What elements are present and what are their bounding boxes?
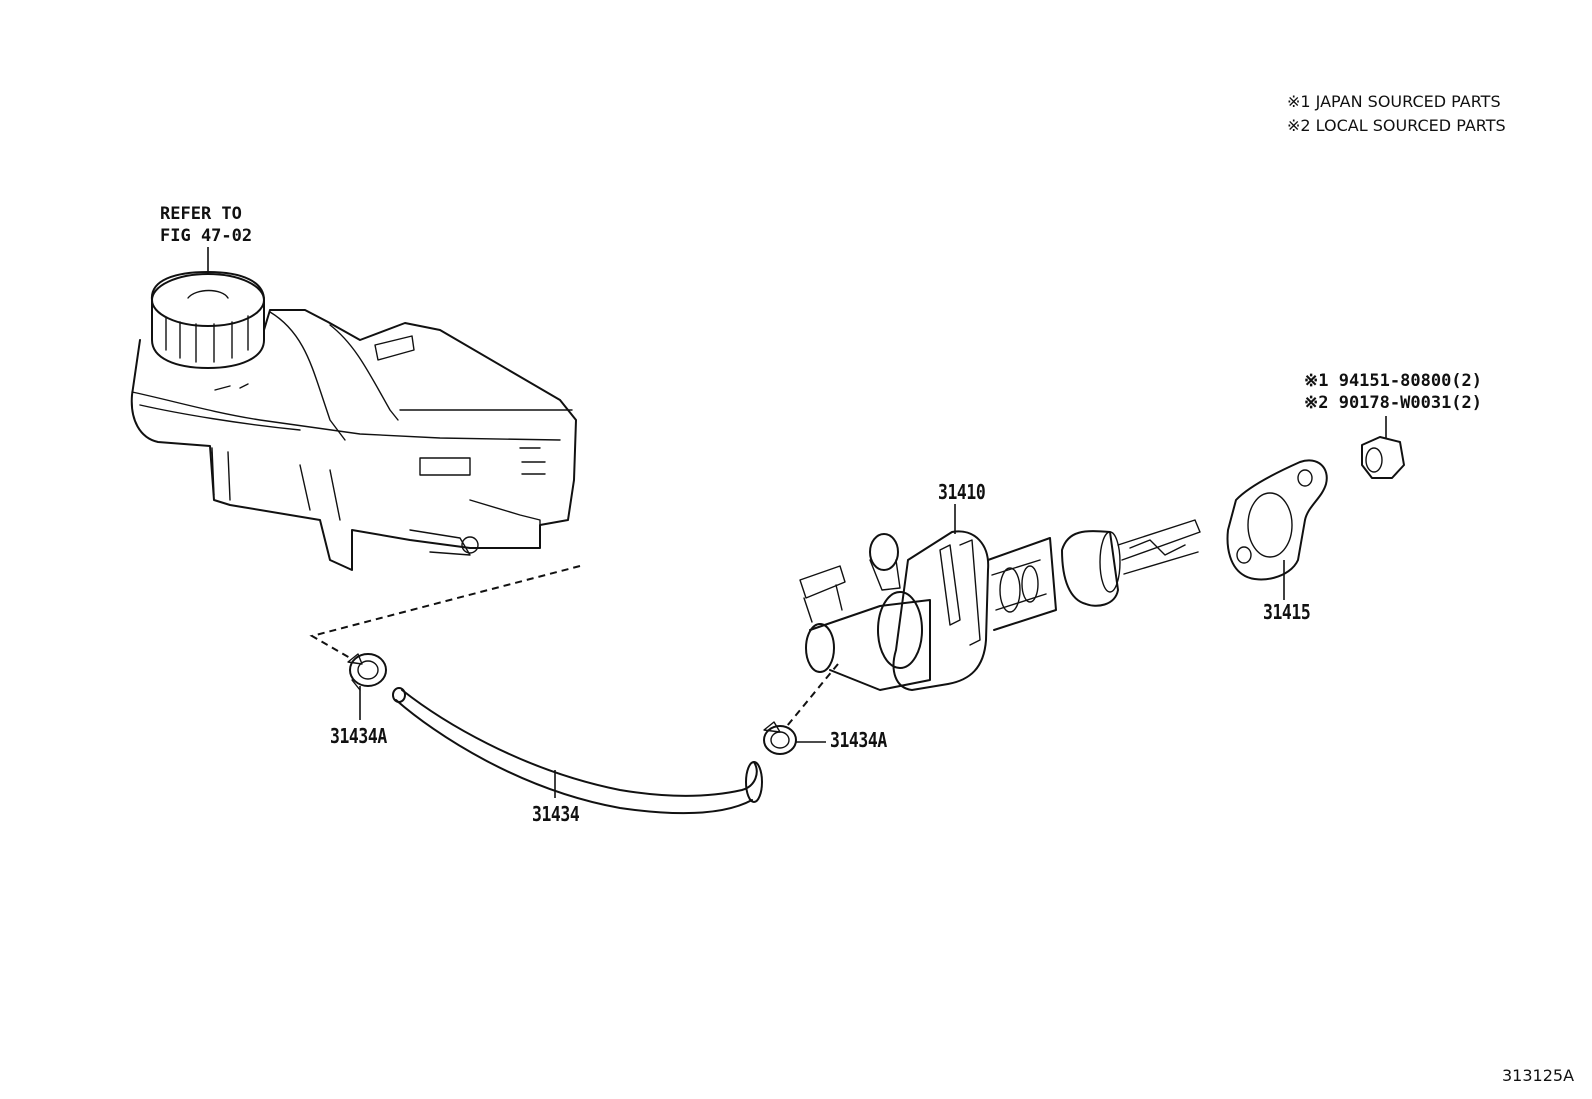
reference-line-2: FIG 47-02 (160, 226, 253, 246)
nut-part-numbers[interactable]: ※1 94151-80800(2) ※2 90178-W0031(2) (1304, 370, 1482, 414)
nut-part-number-local: ※2 90178-W0031(2) (1304, 393, 1483, 413)
legend-note-japan: ※1 JAPAN SOURCED PARTS (1287, 92, 1501, 111)
legend: ※1 JAPAN SOURCED PARTS ※2 LOCAL SOURCED … (1287, 90, 1506, 138)
part-label-hose[interactable]: 31434 (532, 802, 580, 826)
gasket[interactable] (1226, 459, 1328, 581)
reference-line-1: REFER TO (160, 204, 242, 224)
part-label-master-cylinder[interactable]: 31410 (938, 480, 986, 504)
nut-part-number-japan: ※1 94151-80800(2) (1304, 371, 1483, 391)
hose[interactable] (392, 687, 763, 815)
part-label-clamp-left[interactable]: 31434A (330, 724, 387, 748)
hose-clamp-left[interactable] (347, 653, 387, 691)
legend-note-local: ※2 LOCAL SOURCED PARTS (1287, 116, 1506, 135)
figure-id: 313125A (1502, 1066, 1575, 1085)
reservoir-tank[interactable] (130, 271, 577, 571)
hose-clamp-right[interactable] (763, 721, 797, 755)
clutch-master-cylinder[interactable] (799, 519, 1201, 691)
nut[interactable] (1361, 436, 1405, 479)
reference-label[interactable]: REFER TO FIG 47-02 (160, 203, 252, 247)
part-label-clamp-right[interactable]: 31434A (830, 728, 887, 752)
part-label-gasket[interactable]: 31415 (1263, 600, 1311, 624)
